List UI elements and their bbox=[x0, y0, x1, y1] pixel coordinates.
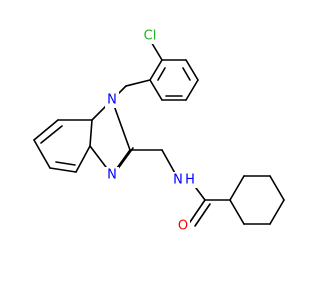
atom-labels: Cl N N N H O bbox=[105, 28, 197, 234]
molecule-structure: Cl N N N H O bbox=[33, 28, 285, 234]
bond bbox=[189, 199, 206, 223]
bond bbox=[161, 149, 177, 176]
imidazole-ring bbox=[89, 99, 134, 176]
double-bond bbox=[55, 161, 76, 166]
bond bbox=[75, 145, 91, 173]
chlorine-atom-label: Cl bbox=[144, 29, 157, 44]
bond bbox=[229, 199, 245, 225]
bond bbox=[185, 59, 199, 81]
bond bbox=[269, 199, 285, 225]
bond bbox=[185, 79, 199, 101]
bond bbox=[229, 175, 245, 201]
oxygen-atom-label: O bbox=[178, 219, 188, 234]
double-bond bbox=[157, 67, 166, 81]
structure-canvas: Cl N N N H O bbox=[33, 28, 285, 234]
benzo-ring bbox=[33, 119, 93, 173]
amide-nitrogen-label: N bbox=[173, 173, 183, 188]
bond bbox=[49, 167, 77, 173]
bond bbox=[33, 139, 51, 169]
bond bbox=[89, 119, 93, 147]
chlorophenyl-ring bbox=[149, 39, 199, 101]
amide-hydrogen-label: H bbox=[185, 173, 195, 188]
bond bbox=[149, 59, 163, 81]
nitrogen-n1-label: N bbox=[107, 93, 117, 108]
bond bbox=[149, 79, 163, 101]
double-bond bbox=[116, 147, 134, 171]
double-bond bbox=[40, 125, 63, 144]
nitrogen-n3-label: N bbox=[107, 168, 117, 183]
ethyl-chain bbox=[129, 149, 177, 176]
cyclohexane-carboxamide bbox=[189, 175, 285, 227]
double-bond bbox=[182, 67, 191, 81]
bond bbox=[111, 99, 131, 151]
bond bbox=[33, 119, 59, 141]
double-bond bbox=[194, 203, 211, 227]
bond bbox=[269, 175, 285, 201]
bond bbox=[125, 79, 151, 87]
